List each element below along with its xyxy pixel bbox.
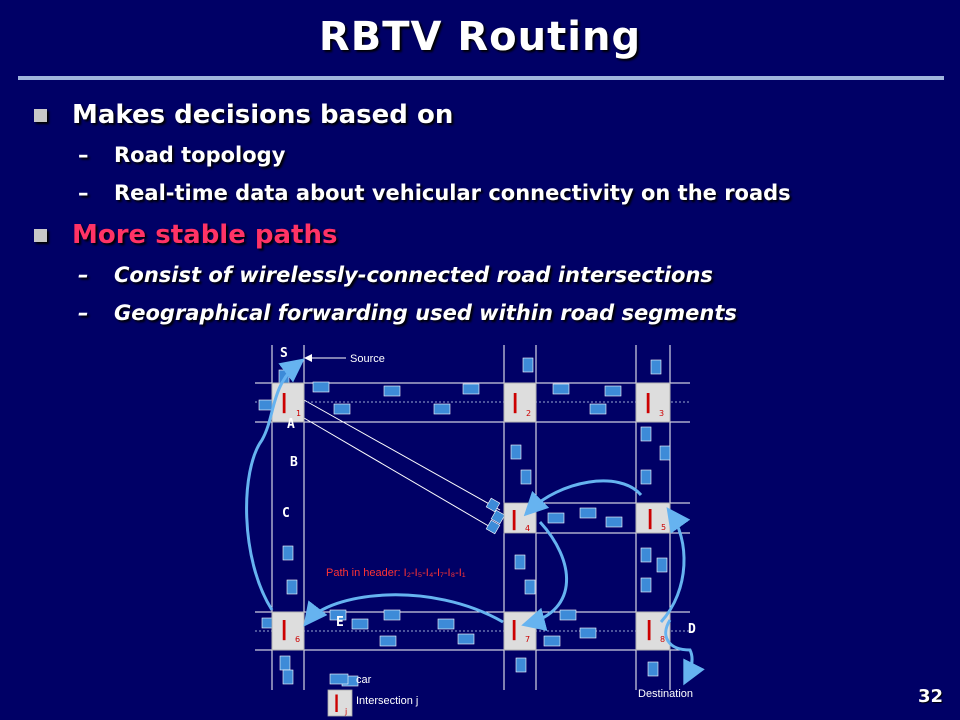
bullet-item: More stable paths bbox=[34, 218, 934, 258]
car bbox=[437, 618, 455, 630]
intersection-letter: I bbox=[644, 387, 652, 420]
dash-icon: – bbox=[78, 181, 89, 205]
car bbox=[520, 469, 532, 485]
car bbox=[659, 445, 671, 461]
car bbox=[640, 547, 652, 563]
car bbox=[351, 618, 369, 630]
source-arrowhead bbox=[304, 354, 312, 362]
intersection-sub: 3 bbox=[659, 409, 664, 418]
car bbox=[579, 507, 597, 519]
car bbox=[462, 383, 480, 395]
car bbox=[286, 579, 298, 595]
sub-bullet-item: – Consist of wirelessly-connected road i… bbox=[34, 258, 934, 296]
intersection-sub: 1 bbox=[296, 409, 301, 418]
path-arrows bbox=[245, 358, 705, 686]
car bbox=[490, 509, 506, 525]
car bbox=[515, 657, 527, 673]
legend: car I j Intersection j bbox=[327, 673, 418, 718]
car bbox=[433, 403, 451, 415]
road-network-diagram: I 1 I 2 I 3 I 4 I 5 I 6 I 7 I 8 S A B C … bbox=[245, 345, 705, 718]
car bbox=[510, 444, 522, 460]
bullet-text: More stable paths bbox=[72, 220, 338, 250]
car bbox=[552, 383, 570, 395]
legend-intersection-label: Intersection j bbox=[356, 695, 418, 707]
car bbox=[547, 512, 565, 524]
car bbox=[640, 426, 652, 442]
intersection-letter: I bbox=[280, 614, 288, 647]
car bbox=[650, 359, 662, 375]
car bbox=[383, 385, 401, 397]
car bbox=[522, 357, 534, 373]
page-number: 32 bbox=[918, 686, 944, 707]
intersection-letter: I bbox=[510, 504, 518, 537]
intersection-letter: I bbox=[645, 614, 653, 647]
node-label-a: A bbox=[287, 417, 295, 432]
car bbox=[579, 627, 597, 639]
sub-bullet-text: Consist of wirelessly-connected road int… bbox=[114, 263, 713, 287]
source-label: Source bbox=[350, 353, 385, 365]
car bbox=[640, 469, 652, 485]
bullet-list: Makes decisions based on – Road topology… bbox=[34, 98, 934, 334]
car bbox=[379, 635, 397, 647]
legend-car-label: car bbox=[356, 674, 372, 686]
car bbox=[656, 557, 668, 573]
car bbox=[383, 609, 401, 621]
node-label-b: B bbox=[290, 455, 298, 470]
car bbox=[282, 669, 294, 685]
sub-bullet-text: Geographical forwarding used within road… bbox=[114, 301, 737, 325]
intersection-letter: I bbox=[510, 614, 518, 647]
sub-bullet-item: – Road topology bbox=[34, 138, 934, 176]
car bbox=[589, 403, 607, 415]
legend-intersection-letter: I bbox=[333, 690, 340, 718]
legend-intersection-sub: j bbox=[344, 707, 347, 716]
sub-bullet-text: Real-time data about vehicular connectiv… bbox=[114, 181, 791, 205]
legend-intersection-swatch bbox=[327, 689, 353, 717]
dash-icon: – bbox=[78, 143, 89, 167]
sub-bullet-text: Road topology bbox=[114, 143, 286, 167]
car bbox=[514, 554, 526, 570]
car bbox=[647, 661, 659, 677]
dash-icon: – bbox=[78, 301, 89, 325]
legend-car-swatch bbox=[329, 673, 349, 685]
intersection-sub: 7 bbox=[525, 635, 530, 644]
bullet-item: Makes decisions based on bbox=[34, 98, 934, 138]
intersection-letter: I bbox=[280, 387, 288, 420]
car bbox=[524, 579, 536, 595]
car bbox=[312, 381, 330, 393]
node-label-d: D bbox=[688, 622, 696, 637]
car bbox=[329, 609, 347, 621]
sub-bullet-item: – Geographical forwarding used within ro… bbox=[34, 296, 934, 334]
car bbox=[485, 519, 501, 535]
intersection-letter: I bbox=[511, 387, 519, 420]
node-label-e: E bbox=[336, 615, 344, 630]
car bbox=[605, 516, 623, 528]
sub-bullet-item: – Real-time data about vehicular connect… bbox=[34, 176, 934, 214]
intersection-sub: 8 bbox=[660, 635, 665, 644]
title-divider bbox=[18, 76, 944, 80]
slide-title: RBTV Routing bbox=[318, 14, 642, 60]
node-label-s: S bbox=[280, 346, 288, 361]
intersection-sub: 6 bbox=[295, 635, 300, 644]
car bbox=[543, 635, 561, 647]
node-label-c: C bbox=[282, 506, 290, 521]
bullet-text: Makes decisions based on bbox=[72, 100, 454, 130]
car bbox=[279, 655, 291, 671]
car bbox=[457, 633, 475, 645]
bullet-square-icon bbox=[34, 229, 47, 242]
intersection-sub: 4 bbox=[525, 524, 530, 533]
car bbox=[333, 403, 351, 415]
intersection-letter: I bbox=[646, 503, 654, 536]
car-group bbox=[258, 357, 671, 687]
dash-icon: – bbox=[78, 263, 89, 287]
car bbox=[559, 609, 577, 621]
destination-label: Destination bbox=[638, 688, 693, 700]
intersection-sub: 2 bbox=[526, 409, 531, 418]
bullet-square-icon bbox=[34, 109, 47, 122]
car bbox=[604, 385, 622, 397]
car bbox=[282, 545, 294, 561]
car bbox=[640, 577, 652, 593]
car bbox=[485, 497, 501, 513]
intersection-sub: 5 bbox=[661, 523, 666, 532]
path-header-label: Path in header: I₂-I₅-I₄-I₇-I₈-I₁ bbox=[326, 567, 466, 579]
